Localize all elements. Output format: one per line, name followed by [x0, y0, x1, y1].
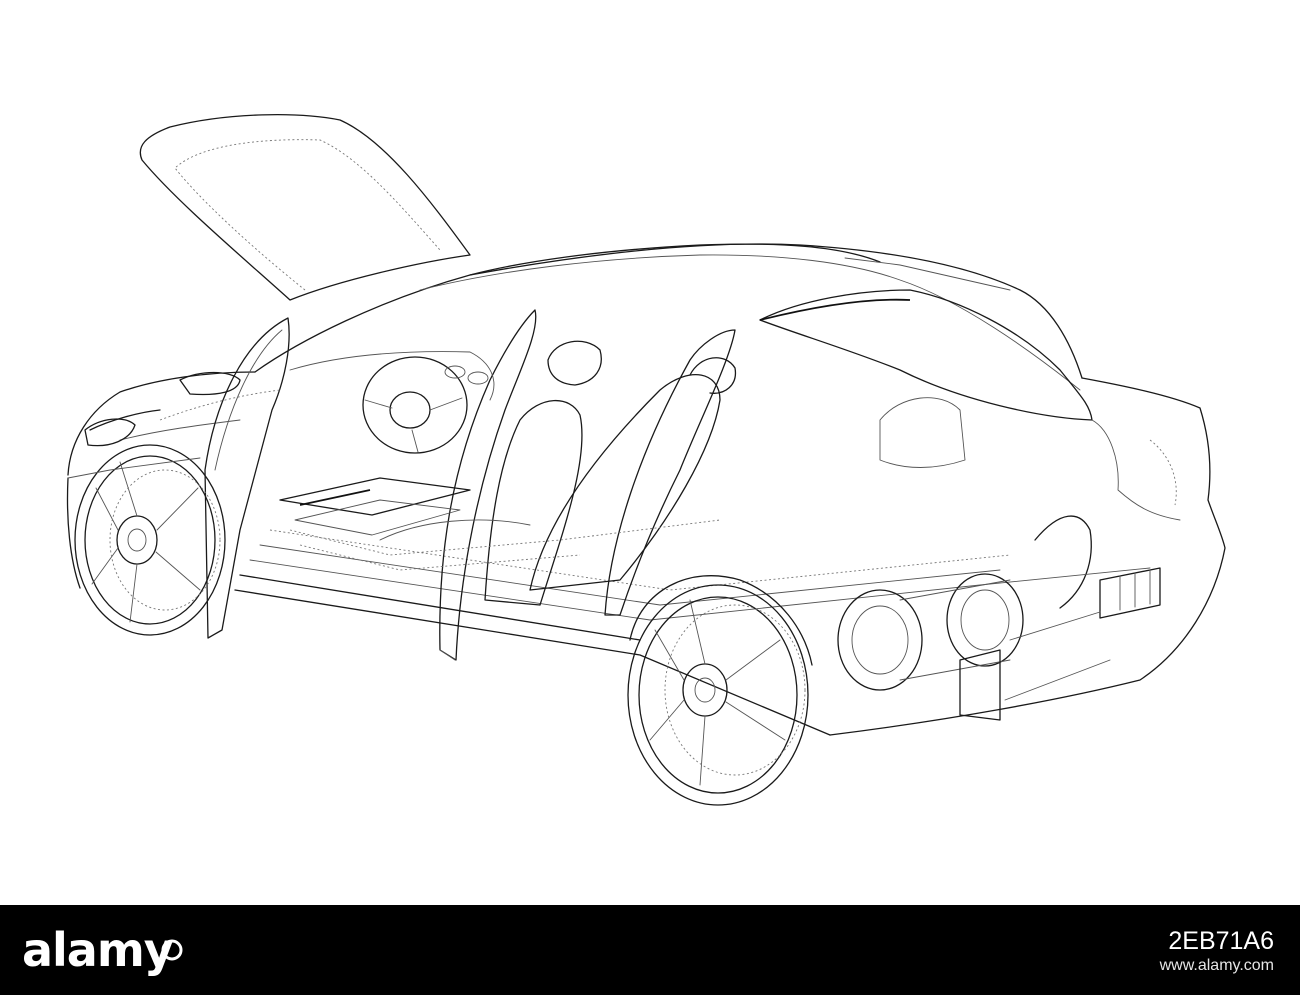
- open-front-door: [204, 317, 290, 639]
- site-url: www.alamy.com: [1159, 957, 1274, 974]
- steering-and-dash: [289, 351, 495, 454]
- side-mirror: [179, 371, 241, 396]
- seats: [379, 340, 966, 606]
- open-hood: [139, 114, 471, 301]
- footer-info: 2EB71A6 www.alamy.com: [1160, 927, 1274, 977]
- brand-mark-icon: [161, 939, 183, 961]
- image-id: 2EB71A6: [1168, 927, 1274, 955]
- rear-body: [829, 377, 1226, 736]
- roof-and-cabin: [254, 243, 1093, 421]
- brand-logo: alamy: [22, 923, 174, 977]
- door-pillars: [439, 309, 736, 661]
- front-details: [67, 389, 281, 479]
- rear-wheel: [627, 575, 813, 806]
- watermark-footer: alamy 2EB71A6 www.alamy.com: [0, 905, 1300, 995]
- battery-pack: [279, 477, 721, 571]
- front-wheel: [74, 444, 226, 636]
- car-wireframe-drawing: [66, 114, 1226, 806]
- side-body: [66, 371, 1151, 736]
- car-wireframe-illustration: [66, 114, 1226, 806]
- rear-motor: [837, 567, 1161, 721]
